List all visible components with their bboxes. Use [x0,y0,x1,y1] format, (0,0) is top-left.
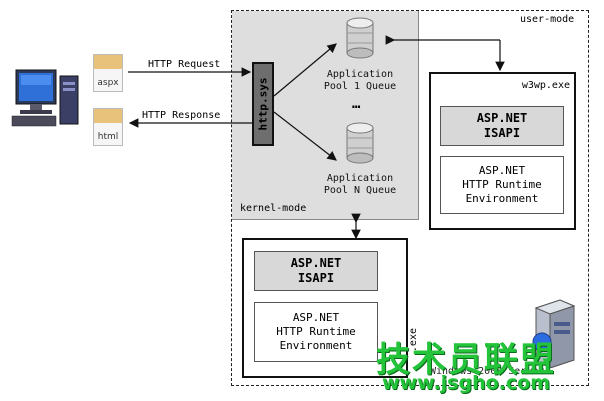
user-mode-boundary [231,10,589,386]
w3wp-top-runtime: ASP.NET HTTP Runtime Environment [440,156,564,214]
poolN-label: Application Pool N Queue [323,173,397,196]
watermark-title: 技术员联盟 [376,340,556,380]
http-response-label: HTTP Response [142,110,221,121]
pool1-label: Application Pool 1 Queue [323,69,397,92]
client-computer-icon [6,66,86,130]
os-label: Windows 2003 Server [430,366,545,377]
http-request-label: HTTP Request [148,59,221,70]
user-mode-label: user-mode [520,14,575,25]
aspx-file-icon: aspx [93,54,123,92]
w3wp-process-top: w3wp.exe ASP.NET ISAPI ASP.NET HTTP Runt… [429,72,576,230]
pool1-database-icon [345,17,375,59]
poolN-database-icon [345,122,375,164]
w3wp-process-bottom: .exe ASP.NET ISAPI ASP.NET HTTP Runtime … [242,238,419,378]
kernel-mode-label: kernel-mode [240,203,307,214]
server-icon [530,298,578,369]
to-pool1-arrow [273,43,337,97]
watermark-url: www.jsgho.com [382,372,550,394]
http-sys-driver: http.sys [252,62,274,146]
w3wp-top-isapi: ASP.NET ISAPI [440,106,564,146]
html-file-icon: html [93,108,123,146]
w3wp-top-title: w3wp.exe [521,80,570,91]
w3wp-bottom-runtime: ASP.NET HTTP Runtime Environment [254,302,378,362]
w3wp-bottom-isapi: ASP.NET ISAPI [254,251,378,291]
to-poolN-arrow [273,111,337,161]
pools-ellipsis: … [352,96,361,112]
